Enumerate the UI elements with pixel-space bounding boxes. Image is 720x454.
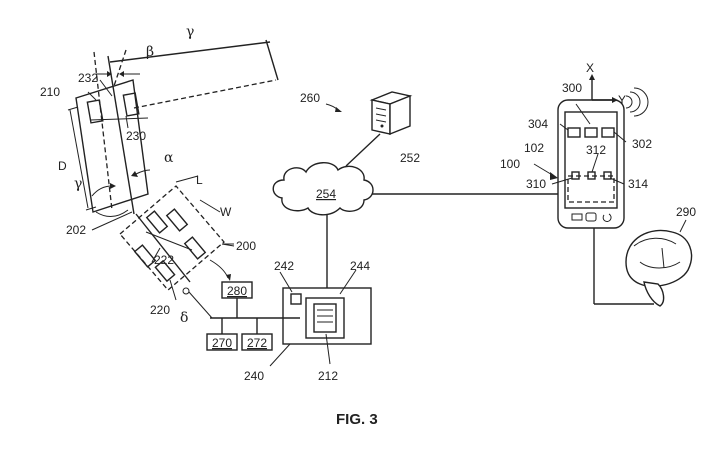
ref-304: 304	[528, 117, 548, 131]
box-270	[206, 333, 238, 351]
ref-232: 232	[78, 71, 98, 85]
ref-252: 252	[400, 151, 420, 165]
controller-box	[282, 287, 372, 345]
ref-222: 222	[154, 253, 174, 267]
label-beta: β	[146, 44, 154, 60]
ref-244: 244	[350, 259, 370, 273]
ref-272: 272	[247, 336, 267, 350]
label-Y: Y	[618, 93, 626, 107]
ref-270: 270	[212, 336, 232, 350]
ref-220: 220	[150, 303, 170, 317]
ref-242: 242	[274, 259, 294, 273]
tractor-centerline	[107, 55, 135, 215]
label-gamma-top: γ	[186, 24, 194, 40]
ref-314: 314	[628, 177, 648, 191]
box-272	[241, 333, 273, 351]
ref-310: 310	[526, 177, 546, 191]
ref-300: 300	[562, 81, 582, 95]
trailer-vehicle	[119, 185, 225, 291]
trailer-extended-axis	[113, 49, 127, 87]
hitch-sensor-dot	[182, 287, 190, 295]
ref-210: 210	[40, 85, 60, 99]
ref-102: 102	[524, 141, 544, 155]
ref-200: 200	[236, 239, 256, 253]
ref-260: 260	[300, 91, 320, 105]
ref-290: 290	[676, 205, 696, 219]
mobile-device	[557, 99, 625, 229]
label-delta: δ	[180, 310, 188, 326]
figure-caption: FIG. 3	[336, 411, 378, 428]
label-L: L	[196, 173, 203, 187]
ref-212: 212	[318, 369, 338, 383]
ref-312: 312	[586, 143, 606, 157]
network-cloud	[272, 162, 374, 216]
label-alpha: α	[164, 150, 174, 166]
label-X: X	[586, 61, 594, 75]
label-W: W	[220, 205, 232, 219]
server-icon	[369, 91, 413, 136]
ref-240: 240	[244, 369, 264, 383]
ref-230: 230	[126, 129, 146, 143]
ref-280: 280	[227, 284, 247, 298]
tractor-axis	[93, 51, 113, 211]
ref-202: 202	[66, 223, 86, 237]
ref-302: 302	[632, 137, 652, 151]
ref-100: 100	[500, 157, 520, 171]
wearable-head-device	[625, 229, 693, 307]
ref-254: 254	[316, 187, 336, 201]
label-gamma-left: γ	[74, 176, 82, 192]
label-D: D	[58, 159, 67, 173]
tractor-vehicle	[75, 79, 149, 213]
